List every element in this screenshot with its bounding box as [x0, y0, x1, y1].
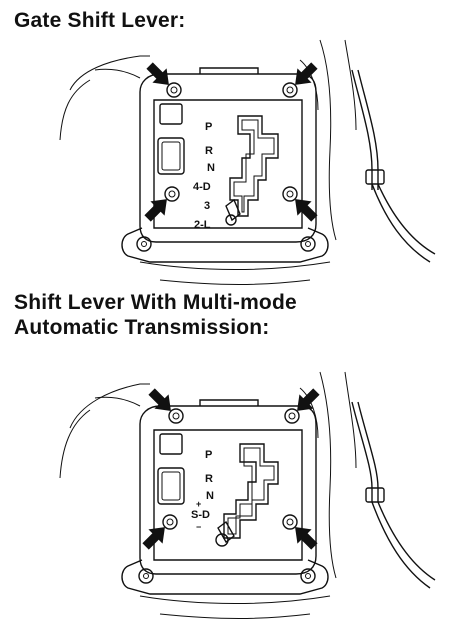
console-contour [69, 55, 150, 91]
gate-slot-inner [233, 119, 275, 213]
gate-slot [223, 443, 279, 539]
multi-mode-heading-line-2: Automatic Transmission: [14, 316, 270, 339]
mounting-bolt [284, 408, 300, 424]
indicator-window [159, 103, 183, 125]
console-contour [344, 371, 357, 469]
indicator-window [161, 141, 181, 171]
base-plate [121, 559, 329, 595]
arrow-icon [144, 199, 167, 222]
mounting-bolt [282, 186, 298, 202]
arrow-icon [148, 388, 171, 411]
position-label-minus: − [196, 522, 201, 532]
console-contour [159, 613, 311, 619]
shift-cable [357, 69, 379, 190]
multi-mode-heading: Shift Lever With Multi-mode Automatic Tr… [14, 290, 297, 340]
console-contour [319, 371, 337, 579]
multi-mode-heading-line-1: Shift Lever With Multi-mode [14, 291, 297, 314]
indicator-plate [153, 429, 303, 561]
mounting-bolt [282, 82, 298, 98]
console-contour [344, 39, 357, 131]
indicator-window [157, 137, 185, 175]
position-label-p: P [205, 121, 212, 133]
console-contour [159, 279, 311, 285]
position-label-3: 3 [204, 200, 210, 212]
arrow-icon [142, 527, 165, 550]
console-contour [69, 383, 150, 429]
mounting-bolt [168, 408, 184, 424]
arrow-icon [295, 527, 318, 550]
console-contour [94, 396, 141, 407]
indicator-window [157, 467, 185, 505]
console-contour [59, 409, 91, 479]
shift-cable [377, 183, 436, 255]
shift-cable [371, 501, 431, 589]
position-label-plus: + [196, 499, 201, 509]
shift-cable [351, 401, 373, 502]
shift-cable [357, 401, 379, 502]
base-bolt-hole [136, 236, 152, 252]
console-contour [94, 68, 141, 79]
base-plate [121, 227, 329, 263]
mounting-bolt [282, 514, 298, 530]
position-label-n: N [206, 490, 214, 502]
housing-top-lip [199, 67, 259, 74]
gate-shift-lever-diagram: P R N 4-D 3 2-L [59, 39, 436, 285]
shift-lever-housing [139, 405, 317, 575]
console-contour [139, 261, 331, 270]
position-label-4-d: 4-D [193, 181, 211, 193]
arrow-icon [146, 62, 169, 85]
arrow-icon [295, 62, 318, 85]
console-contour [299, 387, 319, 439]
shift-cable [371, 183, 431, 263]
cable-clip [365, 169, 385, 185]
housing-top-lip [199, 399, 259, 406]
base-bolt-hole [300, 568, 316, 584]
position-label-r: R [205, 473, 213, 485]
base-bolt-hole [305, 573, 311, 579]
gate-slot-inner [227, 447, 275, 535]
position-label-n: N [207, 162, 215, 174]
multi-mode-shift-lever-diagram: P R N + S-D − [59, 371, 436, 619]
mounting-bolt [162, 514, 178, 530]
console-contour [59, 79, 91, 141]
mounting-bolt [166, 82, 182, 98]
position-label-p: P [205, 449, 212, 461]
gate-shift-lever-heading: Gate Shift Lever: [14, 9, 186, 32]
shift-cable [377, 501, 436, 581]
base-bolt-hole [300, 236, 316, 252]
indicator-window [161, 471, 181, 501]
shift-cable [351, 69, 373, 190]
gate-slot [229, 115, 279, 217]
position-label-s-d: S-D [191, 509, 210, 521]
cable-clip [365, 487, 385, 503]
shift-lever-knob [215, 533, 229, 547]
mounting-bolt [164, 186, 180, 202]
position-label-2-l: 2-L [194, 219, 211, 231]
shift-lever-knob [225, 214, 237, 226]
base-bolt-hole [305, 241, 311, 247]
base-bolt-hole [138, 568, 154, 584]
indicator-plate [153, 99, 303, 229]
base-bolt-hole [141, 241, 147, 247]
shift-lever-stub [217, 520, 235, 544]
shift-lever-housing [139, 73, 317, 243]
console-contour [139, 595, 331, 604]
console-contour [319, 39, 337, 241]
base-bolt-hole [143, 573, 149, 579]
arrow-icon [295, 199, 318, 222]
indicator-window [159, 433, 183, 455]
position-label-r: R [205, 145, 213, 157]
arrow-icon [297, 388, 320, 411]
